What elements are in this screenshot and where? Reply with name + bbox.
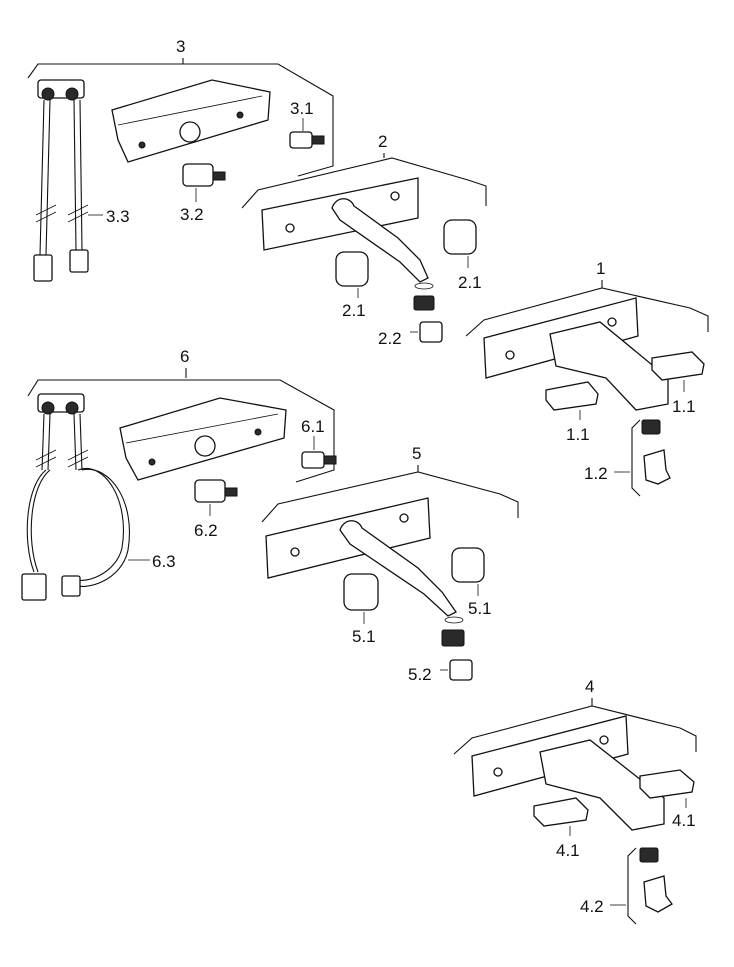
valve-3-1 bbox=[289, 131, 325, 149]
label-6-2: 6.2 bbox=[194, 521, 218, 540]
o-ring-5 bbox=[444, 616, 464, 624]
label-2: 2 bbox=[378, 132, 387, 151]
aerator-key-1-2 bbox=[643, 449, 671, 485]
square-spout-4 bbox=[539, 739, 665, 831]
aerator-housing-2-2 bbox=[419, 321, 443, 343]
handle-5-1-right bbox=[451, 547, 485, 583]
label-2-2: 2.2 bbox=[378, 329, 402, 348]
aerator-housing-5-2 bbox=[449, 659, 473, 681]
bracket-1 bbox=[465, 280, 709, 337]
label-3-1: 3.1 bbox=[290, 99, 314, 118]
handle-5-1-left bbox=[343, 573, 379, 611]
label-6-3: 6.3 bbox=[152, 552, 176, 571]
mounting-body-3 bbox=[111, 79, 271, 163]
flexible-hoses-6-3 bbox=[21, 393, 130, 601]
label-3: 3 bbox=[176, 37, 185, 56]
aerator-4-2 bbox=[639, 847, 659, 863]
group-2-spout-set: 2 2.1 2.1 2.2 bbox=[241, 132, 487, 348]
bracket-6 bbox=[27, 368, 335, 483]
label-4-1-right: 4.1 bbox=[672, 811, 696, 830]
handle-4-1-left bbox=[533, 797, 589, 827]
group-3-mounting-kit: 3 3.3 3.1 bbox=[27, 37, 334, 282]
label-4: 4 bbox=[585, 677, 594, 696]
bracket-3 bbox=[27, 58, 334, 177]
handle-2-1-right bbox=[443, 219, 477, 255]
label-3-2: 3.2 bbox=[180, 205, 204, 224]
o-ring-2 bbox=[414, 282, 434, 290]
bracket-4-2 bbox=[627, 847, 637, 925]
bracket-5 bbox=[261, 465, 519, 523]
label-6: 6 bbox=[180, 347, 189, 366]
flexible-hoses-3-3 bbox=[33, 79, 89, 282]
bracket-4 bbox=[453, 698, 697, 755]
label-6-1: 6.1 bbox=[301, 417, 325, 436]
group-6-mounting-kit: 6 6.3 6.1 bbox=[21, 347, 337, 601]
handle-1-1-right bbox=[651, 351, 705, 381]
label-2-1-left: 2.1 bbox=[342, 301, 366, 320]
group-1-spout-set: 1 1.1 1.1 1.2 bbox=[465, 259, 709, 497]
mounting-body-6 bbox=[119, 397, 287, 481]
label-1-1-right: 1.1 bbox=[672, 397, 696, 416]
valve-6-2 bbox=[194, 479, 238, 503]
label-2-1-right: 2.1 bbox=[458, 273, 482, 292]
aerator-1-2 bbox=[641, 419, 661, 435]
aerator-key-4-2 bbox=[643, 875, 673, 913]
label-5-1-left: 5.1 bbox=[352, 627, 376, 646]
spout-5 bbox=[339, 520, 457, 617]
label-5-2: 5.2 bbox=[408, 665, 432, 684]
handle-2-1-left bbox=[335, 251, 369, 287]
handle-4-1-right bbox=[639, 769, 695, 799]
spout-2 bbox=[331, 198, 429, 283]
label-1-2: 1.2 bbox=[584, 464, 608, 483]
label-5-1-right: 5.1 bbox=[468, 599, 492, 618]
group-4-spout-set: 4 4.1 4.1 4.2 bbox=[453, 677, 697, 925]
group-5-spout-set: 5 5.1 5.1 5.2 bbox=[261, 444, 519, 684]
square-spout-1 bbox=[549, 321, 669, 411]
label-4-2: 4.2 bbox=[580, 897, 604, 916]
valve-3-2 bbox=[182, 163, 226, 187]
label-4-1-left: 4.1 bbox=[556, 841, 580, 860]
aerator-2-2 bbox=[413, 295, 435, 311]
valve-6-1 bbox=[301, 451, 337, 469]
label-1-1-left: 1.1 bbox=[566, 425, 590, 444]
aerator-5-2 bbox=[441, 629, 465, 647]
label-1: 1 bbox=[596, 259, 605, 278]
handle-1-1-left bbox=[545, 381, 599, 411]
bracket-1-2 bbox=[631, 419, 641, 497]
bracket-2 bbox=[241, 153, 487, 209]
label-5: 5 bbox=[412, 444, 421, 463]
label-3-3: 3.3 bbox=[106, 207, 130, 226]
